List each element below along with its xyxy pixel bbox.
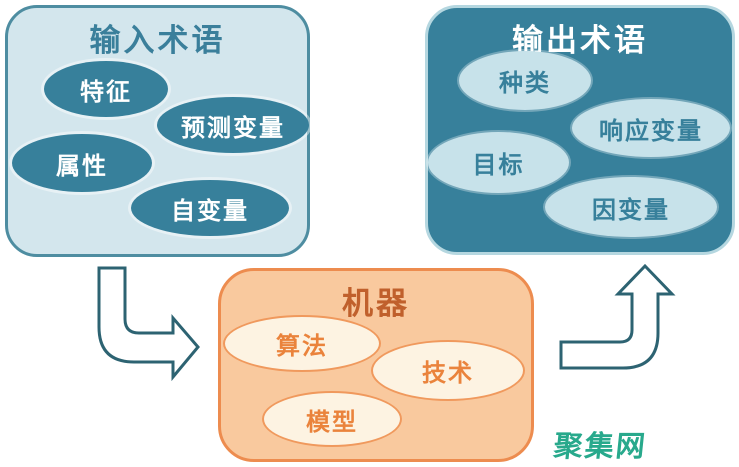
input-terms-box: 输入术语 特征 预测变量 属性 自变量 xyxy=(5,5,310,257)
output-terms-title: 输出术语 xyxy=(512,23,648,59)
machine-title: 机器 xyxy=(342,286,410,322)
term-ellipse-independent-variables: 自变量 xyxy=(131,180,289,236)
term-ellipse-models: 模型 xyxy=(262,391,402,447)
term-ellipse-predictor-variables: 预测变量 xyxy=(157,97,309,153)
term-ellipse-classes: 种类 xyxy=(459,51,591,110)
term-ellipse-targets: 目标 xyxy=(428,132,569,193)
term-ellipse-algorithms: 算法 xyxy=(223,315,381,372)
output-terms-box: 输出术语 种类 响应变量 目标 因变量 xyxy=(425,5,735,255)
term-ellipse-response-variables: 响应变量 xyxy=(572,99,730,157)
watermark: 聚集网 xyxy=(552,429,649,463)
term-ellipse-techniques: 技术 xyxy=(371,340,525,401)
arrow-input-to-machine-icon xyxy=(97,266,200,382)
term-ellipse-features: 特征 xyxy=(44,61,168,117)
arrow-machine-to-output-icon xyxy=(559,263,676,370)
term-ellipse-dependent-variables: 因变量 xyxy=(545,177,717,237)
term-ellipse-attributes: 属性 xyxy=(12,134,152,192)
input-terms-title: 输入术语 xyxy=(89,23,226,59)
machine-box: 机器 算法 技术 模型 xyxy=(218,268,534,462)
